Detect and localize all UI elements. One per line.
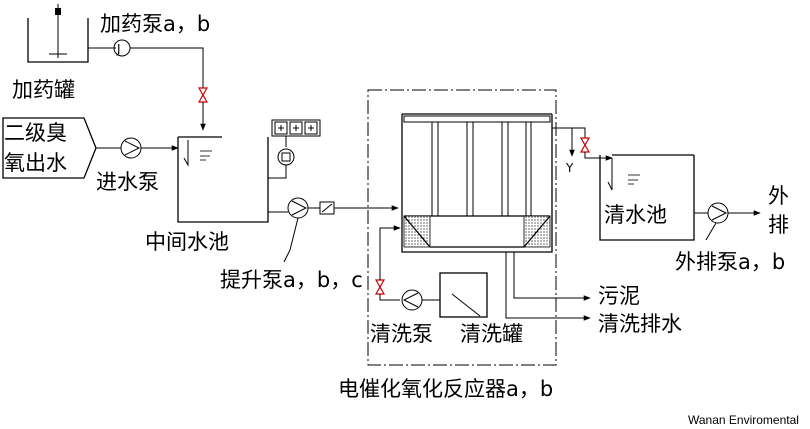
- flow-meter: [319, 201, 335, 215]
- dosing-tank-label: 加药罐: [12, 78, 75, 102]
- watermark: Wanan Enviromental: [688, 413, 799, 427]
- control-panel: [271, 119, 321, 137]
- dosing-valve: [197, 87, 209, 103]
- discharge-pump-label: 外排泵a，b: [675, 250, 785, 274]
- clear-water-tank: [599, 154, 695, 241]
- outlet-valve: [579, 137, 591, 153]
- cleaning-valve: [374, 279, 386, 295]
- cleaning-pump: [401, 289, 423, 311]
- cleaning-tank: [439, 272, 488, 318]
- intermediate-tank: [177, 136, 269, 223]
- source-box: [2, 117, 97, 179]
- clear-water-tank-label: 清水池: [604, 203, 667, 227]
- lift-pump-label: 提升泵a，b，c: [220, 268, 363, 292]
- discharge-label-line2: 排: [768, 213, 789, 237]
- reactor-boundary: [367, 89, 557, 366]
- source-label-line1: 二级臭: [4, 121, 67, 145]
- cleaning-tank-label: 清洗罐: [460, 322, 523, 346]
- cleaning-pump-label: 清洗泵: [370, 322, 433, 346]
- dosing-pump-j-letter: J: [116, 42, 121, 56]
- dosing-tank: [27, 4, 89, 63]
- level-instrument: [277, 148, 295, 166]
- discharge-label-line1: 外: [768, 184, 789, 208]
- sludge-label: 污泥: [598, 284, 640, 308]
- inlet-pump: [120, 137, 142, 159]
- inlet-pump-label: 进水泵: [96, 170, 159, 194]
- discharge-pump: [707, 202, 729, 224]
- cleaning-drain-label: 清洗排水: [598, 312, 682, 336]
- reactor-label: 电催化氧化反应器a，b: [338, 377, 553, 401]
- dosing-pump-label: 加药泵a，b: [100, 12, 210, 36]
- dosing-pump-j: J: [113, 39, 131, 57]
- y-marker: Y: [565, 161, 574, 175]
- electrocatalytic-reactor: [401, 113, 553, 253]
- intermediate-tank-label: 中间水池: [145, 230, 229, 254]
- source-label-line2: 氧出水: [4, 151, 67, 175]
- lift-pump: [287, 197, 309, 219]
